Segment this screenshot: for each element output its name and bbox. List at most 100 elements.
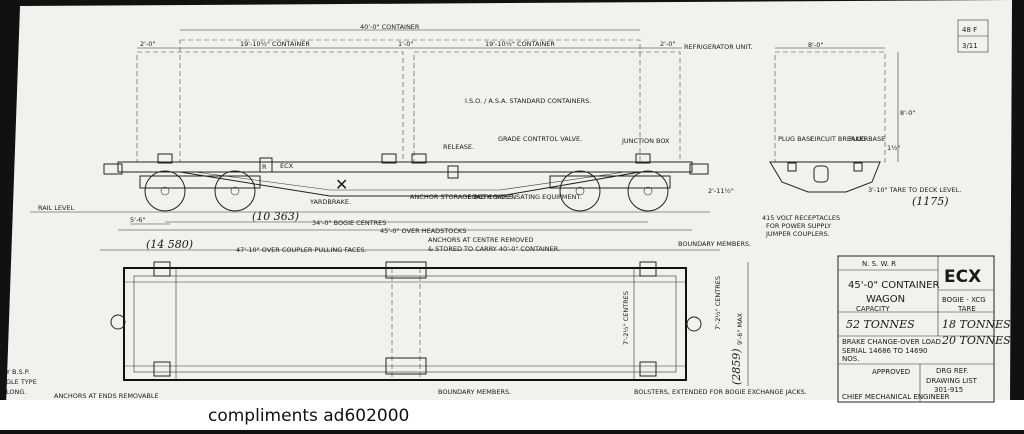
- wheel: [559, 170, 601, 212]
- plan-outline: [123, 267, 687, 381]
- dim-tare-deck: 3'-10" TARE TO DECK LEVEL.: [868, 186, 961, 194]
- dim-overall-container: 40'-0" CONTAINER: [360, 23, 420, 31]
- r-emblem: [259, 157, 273, 173]
- anchor: [639, 361, 657, 377]
- tb-approved: APPROVED: [872, 368, 910, 376]
- dim-over-couplers: 47'-10" OVER COUPLER PULLING FACES.: [236, 246, 367, 254]
- tb-wagon-line1: 45'-0" CONTAINER: [848, 280, 939, 291]
- anchor: [639, 261, 657, 277]
- label-anchors-ends: ANCHORS AT ENDS REMOVABLE: [54, 392, 159, 400]
- label-plug-base-left: PLUG BASE: [778, 135, 814, 143]
- anchor: [153, 361, 171, 377]
- dim-wheel-offset: 5'-6": [130, 216, 145, 224]
- left-coupler: [103, 163, 123, 175]
- tb-capacity: 52 TONNES: [846, 318, 915, 331]
- tb-brake-value: 20 TONNES: [941, 334, 1011, 347]
- left-bogie: [139, 170, 261, 212]
- tb-drawing-list: DRAWING LIST: [926, 377, 978, 385]
- side-elevation: 40'-0" CONTAINER 2'-0" 19'-10½" CONTAINE…: [30, 23, 753, 235]
- coupler-right-plan: [686, 316, 702, 332]
- dim-left-container: 19'-10½" CONTAINER: [240, 40, 310, 48]
- label-refrigerator: REFRIGERATOR UNIT.: [684, 43, 753, 51]
- yardbrake-mark: ✕: [335, 175, 348, 194]
- dim-over-headstocks: 45'-0" OVER HEADSTOCKS: [380, 227, 466, 235]
- label-plug-base-right: PLUG BASE: [849, 135, 885, 143]
- tb-brake: BRAKE CHANGE-OVER LOAD: [842, 338, 941, 346]
- dim-right-gap: 2'-0": [660, 40, 675, 48]
- plan-view: 47'-10" OVER COUPLER PULLING FACES. (14 …: [5, 236, 807, 400]
- centre-anchor: [385, 357, 427, 375]
- wheel: [144, 170, 186, 212]
- dim-tare-deck-metric: (1175): [912, 195, 949, 208]
- tb-capacity-label: CAPACITY: [856, 305, 890, 313]
- tb-serial: SERIAL 14686 TO 14690: [842, 347, 927, 355]
- label-iso-standard: I.S.O. / A.S.A. STANDARD CONTAINERS.: [465, 97, 591, 105]
- credit-text: compliments ad602000: [208, 406, 409, 426]
- label-yardbrake: YARDBRAKE.: [309, 198, 351, 206]
- end-elevation: 8'-0" 8'-0" 1½" PLUG BASE CIRCUIT BREAKE…: [762, 41, 961, 238]
- dim-width-max: 9'-6" MAX: [736, 312, 744, 345]
- dim-over-couplers-metric: (14 580): [146, 238, 193, 251]
- wheel: [627, 170, 669, 212]
- label-load-comp: LOAD COMPENSATING EQUIPMENT.: [468, 193, 582, 201]
- dim-centres-3: 7'-2½" CENTRES: [714, 276, 722, 330]
- dim-width-metric: (2859): [730, 348, 743, 385]
- tb-dwg-ref: DRG REF.: [936, 367, 968, 375]
- tb-wagon-line2: WAGON: [866, 294, 905, 305]
- label-anchor-storage: ANCHOR STORAGE BOTH SIDES.: [410, 193, 515, 201]
- label-anchors-centre-1: ANCHORS AT CENTRE REMOVED: [428, 236, 534, 244]
- sheet-number: 48 F: [962, 26, 977, 34]
- tb-engineer: CHIEF MECHANICAL ENGINEER: [842, 393, 950, 401]
- label-rail-level: RAIL LEVEL: [38, 204, 75, 212]
- right-coupler: [689, 163, 709, 175]
- dim-bogie-centres: 34'-0" BOGIE CENTRES: [312, 219, 386, 227]
- label-receptacles-3: JUMPER COUPLERS.: [765, 230, 830, 238]
- dim-deck-height: 2'-11½": [708, 187, 734, 195]
- right-bogie: [549, 170, 671, 212]
- credit-strip: [0, 400, 1024, 430]
- underframe: [117, 161, 693, 173]
- svg-text:R: R: [262, 163, 267, 171]
- body-code: ECX: [280, 162, 294, 170]
- end-frame: [769, 161, 881, 193]
- label-grade-control: GRADE CONTRTOL VALVE.: [498, 135, 582, 143]
- tb-railway: N. S. W. R: [862, 260, 896, 268]
- label-receptacles-1: 415 VOLT RECEPTACLES: [762, 214, 840, 222]
- coupler-left-plan: [110, 314, 126, 330]
- wheel: [214, 170, 256, 212]
- tb-nos: NOS.: [842, 355, 859, 363]
- dim-mid-gap: 1'-0": [398, 40, 413, 48]
- label-anchors-centre-2: & STORED TO CARRY 40'-0" CONTAINER.: [428, 245, 560, 253]
- label-left-edge-1: Y B.S.P.: [5, 368, 30, 376]
- label-boundary-bottom: BOUNDARY MEMBERS.: [438, 388, 511, 396]
- tb-tare-label: TARE: [957, 305, 976, 313]
- tb-code: ECX: [944, 267, 981, 287]
- dim-bogie-centres-metric: (10 363): [252, 210, 299, 223]
- dim-end-height: 8'-0": [900, 109, 915, 117]
- title-block: N. S. W. R 45'-0" CONTAINER WAGON ECX BO…: [837, 255, 1011, 403]
- tb-drawing-no: 301-915: [934, 386, 963, 394]
- label-junction-box: JUNCTION BOX: [621, 137, 670, 145]
- label-receptacles-2: FOR POWER SUPPLY: [766, 222, 831, 230]
- anchor: [153, 261, 171, 277]
- tb-bogie: BOGIE - XCG: [942, 296, 986, 304]
- paper: [6, 0, 1012, 406]
- dim-right-container: 19'-10½" CONTAINER: [485, 40, 555, 48]
- dim-left-gap: 2'-0": [140, 40, 155, 48]
- dim-end-width: 8'-0": [808, 41, 823, 49]
- label-circuit-breaker: CIRCUIT BREAKER: [810, 135, 869, 143]
- dim-end-half: 1½": [887, 144, 900, 152]
- label-left-edge-2: GLE TYPE: [6, 378, 37, 386]
- label-left-edge-3: LONG.: [6, 388, 26, 396]
- centre-anchor: [385, 261, 427, 279]
- label-bolsters: BOLSTERS, EXTENDED FOR BOGIE EXCHANGE JA…: [634, 388, 807, 396]
- dim-centres-2: 7'-2½" CENTRES: [622, 291, 630, 345]
- label-boundary-top: BOUNDARY MEMBERS.: [678, 240, 751, 248]
- label-release: RELEASE.: [443, 143, 474, 151]
- sheet-sub: 3/11: [962, 42, 978, 50]
- fishbelly-girder: [179, 171, 641, 197]
- load-compensating-box: [447, 165, 459, 179]
- tb-tare: 18 TONNES: [942, 318, 1011, 331]
